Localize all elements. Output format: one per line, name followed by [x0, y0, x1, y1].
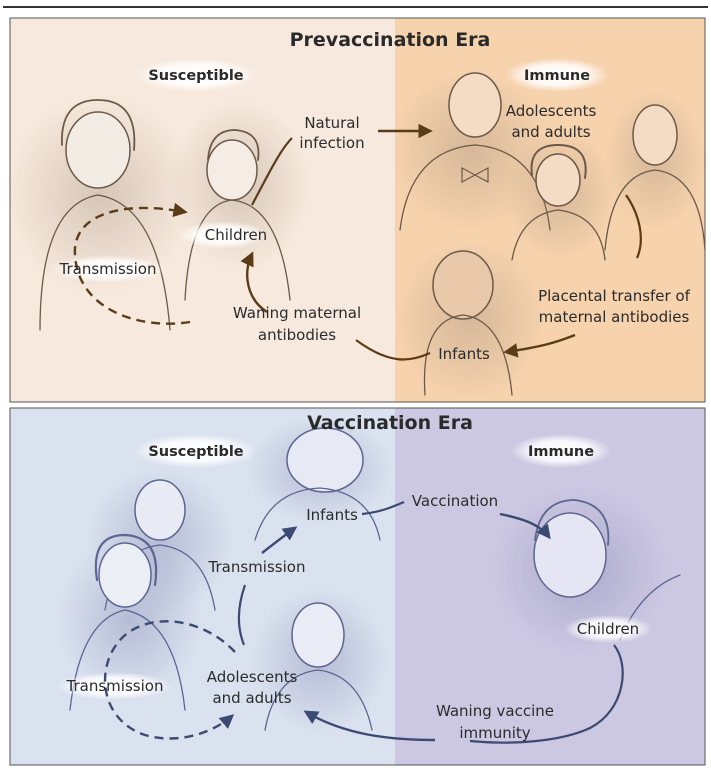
waning-vaccine-line2: immunity	[459, 724, 530, 742]
bottom-adolescents-line1: Adolescents	[207, 668, 298, 686]
placental-transfer-line2: maternal antibodies	[539, 308, 690, 326]
vaccination-panel: Vaccination Era Susceptible Immune Infan…	[10, 408, 705, 765]
bottom-title: Vaccination Era	[307, 412, 473, 434]
top-children-label: Children	[205, 226, 267, 244]
bottom-children-label: Children	[577, 620, 639, 638]
waning-maternal-line2: antibodies	[258, 326, 336, 344]
waning-vaccine-line1: Waning vaccine	[436, 702, 554, 720]
placental-transfer-line1: Placental transfer of	[538, 287, 691, 305]
top-immune-label: Immune	[524, 68, 590, 84]
top-infants-label: Infants	[438, 345, 490, 363]
bottom-infants-label: Infants	[306, 506, 358, 524]
bottom-immune-label: Immune	[528, 444, 594, 460]
top-transmission-label: Transmission	[59, 260, 157, 278]
top-susceptible-label: Susceptible	[148, 68, 243, 84]
bottom-transmission-upper: Transmission	[208, 558, 306, 576]
prevaccination-panel: Prevaccination Era Susceptible Immune Na…	[0, 0, 705, 402]
waning-maternal-line1: Waning maternal	[233, 304, 361, 322]
top-adolescents-line1: Adolescents	[506, 102, 597, 120]
bottom-transmission-left: Transmission	[66, 677, 164, 695]
bottom-adolescents-line2: and adults	[212, 689, 291, 707]
natural-infection-line1: Natural	[304, 114, 359, 132]
top-adolescents-line2: and adults	[511, 123, 590, 141]
vaccination-label: Vaccination	[412, 492, 498, 510]
top-title: Prevaccination Era	[290, 29, 491, 51]
natural-infection-line2: infection	[299, 134, 364, 152]
bottom-susceptible-label: Susceptible	[148, 444, 243, 460]
